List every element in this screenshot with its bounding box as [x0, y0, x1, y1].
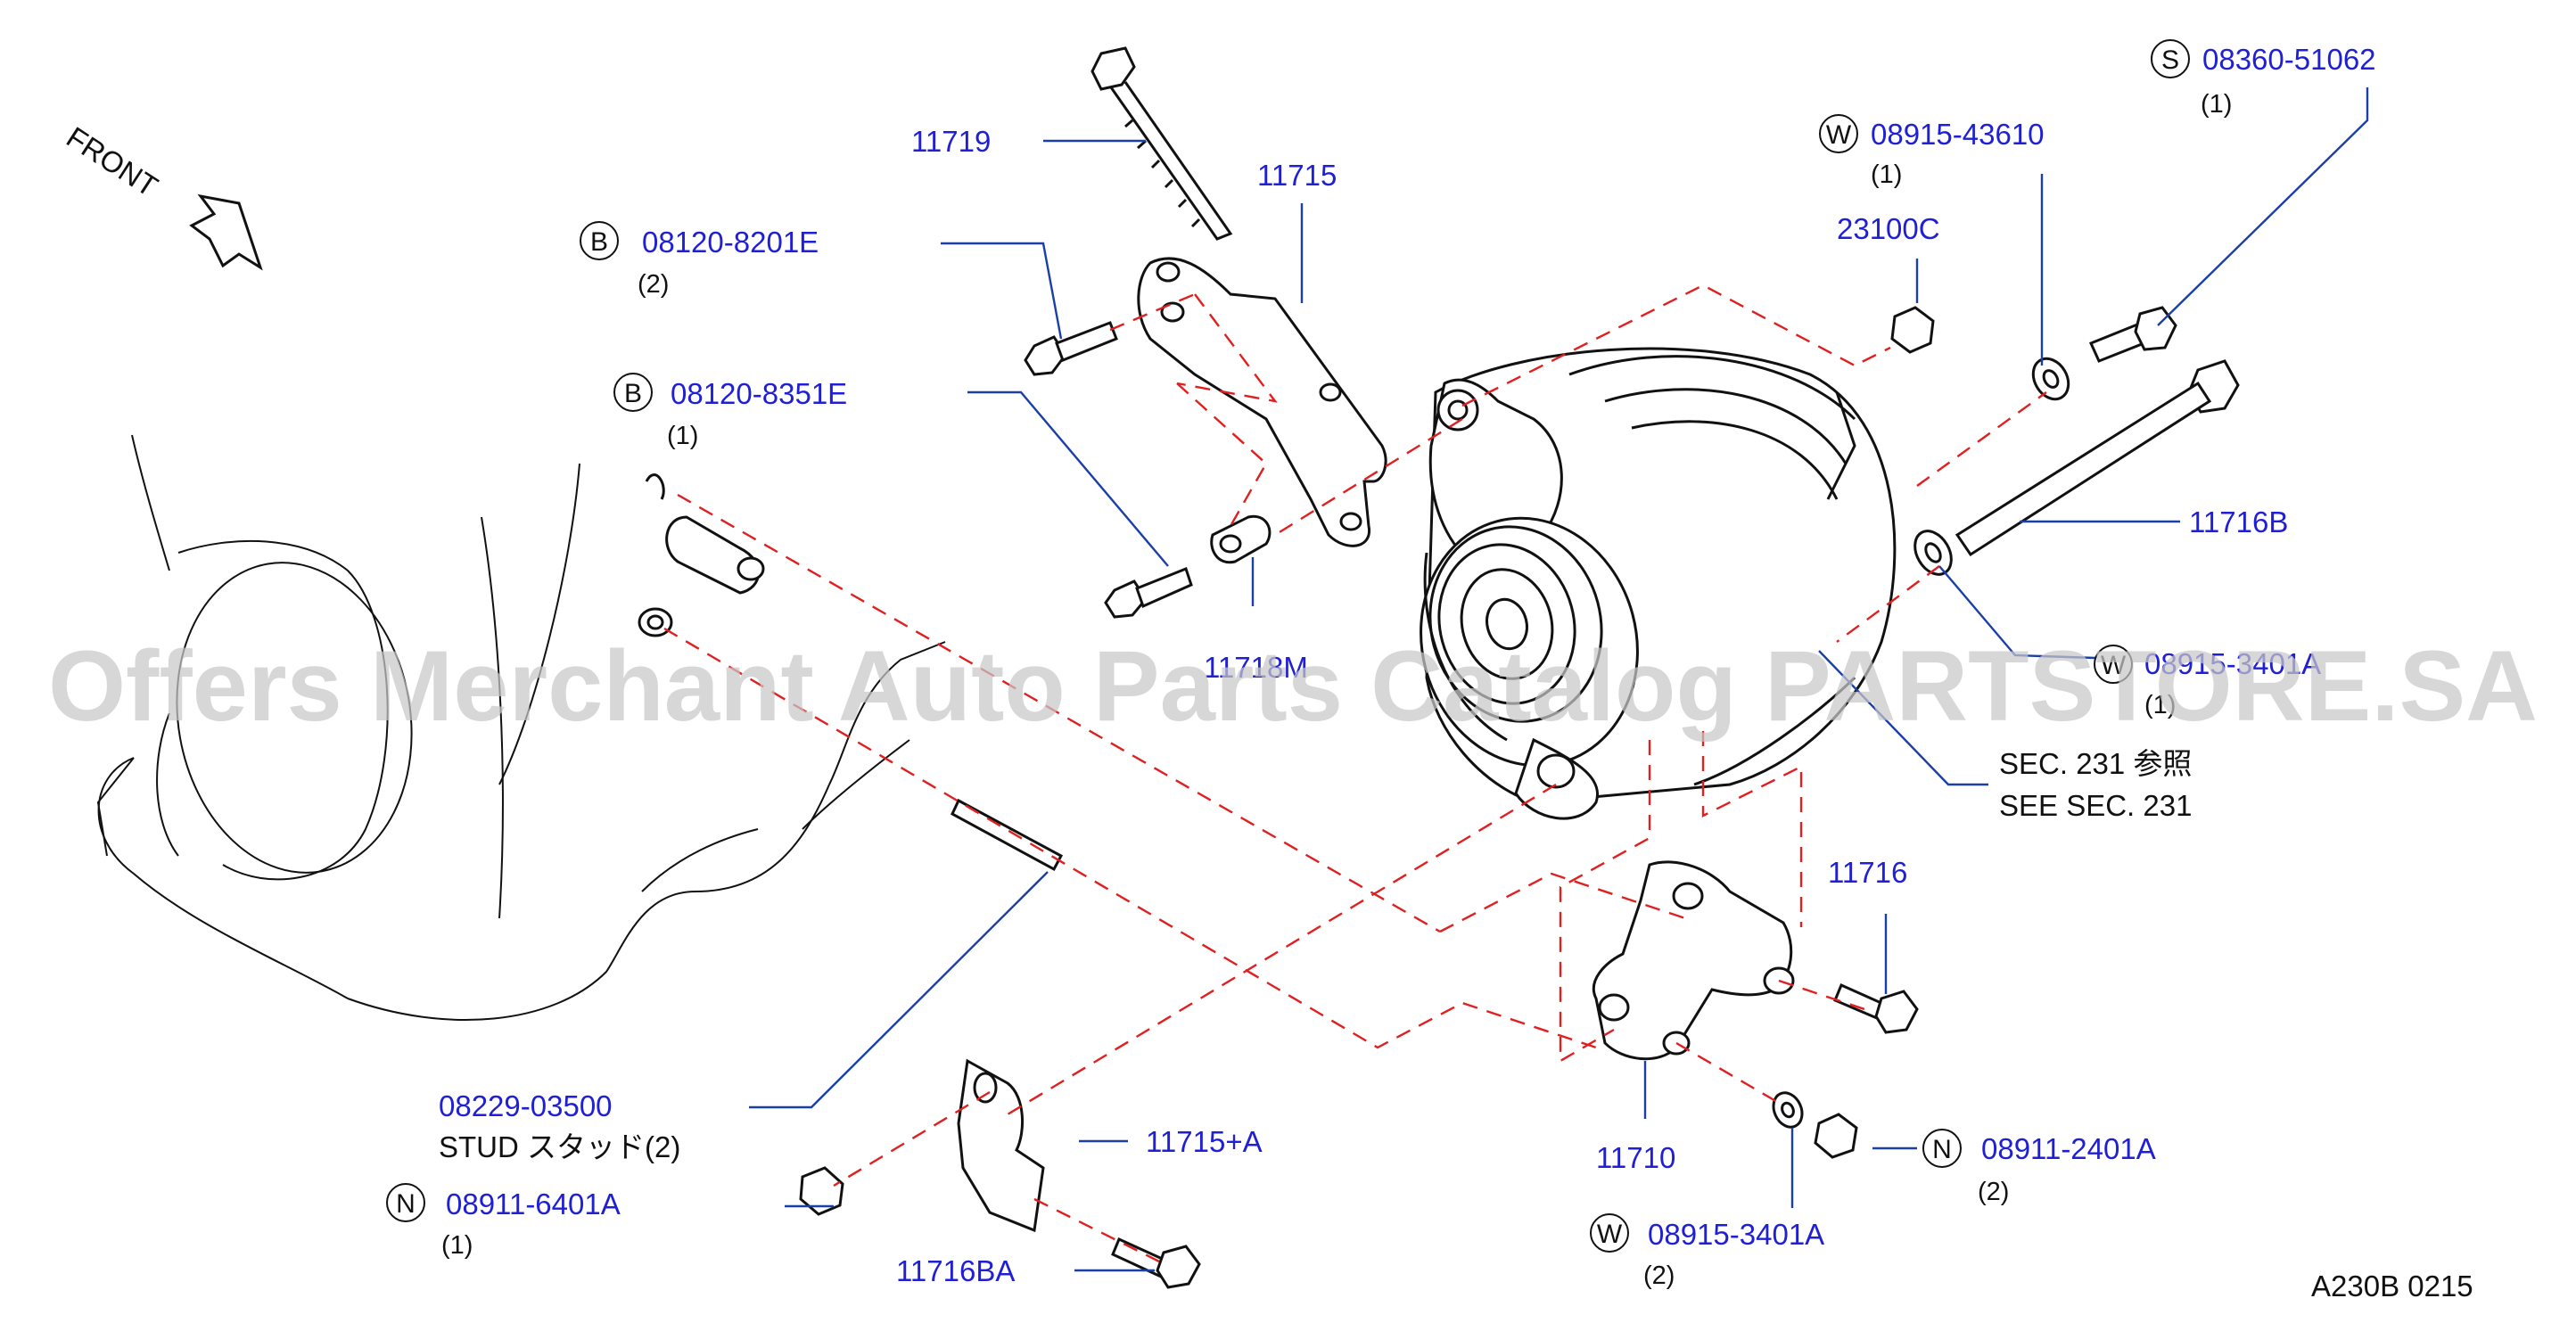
label-11716: 11716	[1828, 856, 1907, 889]
prefix-letter: W	[1826, 120, 1852, 150]
lower-left-hardware	[799, 1058, 1201, 1289]
label-08229-03500: 08229-03500	[439, 1089, 613, 1122]
part-number: 08915-3401A	[2144, 647, 2321, 680]
quantity: (2)	[638, 270, 669, 299]
prefix-letter: W	[1597, 1220, 1623, 1249]
bolt-b2-graphic	[1104, 514, 1272, 619]
part-number: 08915-43610	[1871, 118, 2045, 151]
prefix-letter: W	[2101, 651, 2127, 680]
prefix-letter: N	[396, 1189, 416, 1219]
lower-bracket-graphic	[1592, 860, 1795, 1061]
label-11715a: 11715+A	[1146, 1125, 1263, 1158]
label-11716ba: 11716BA	[896, 1254, 1015, 1287]
prefix-circle	[1819, 114, 1858, 153]
reference-code: A230B 0215	[2311, 1270, 2473, 1302]
label-23100c: 23100C	[1837, 212, 1940, 245]
part-number: 08120-8351E	[671, 377, 847, 410]
front-indicator: FRONT	[61, 120, 263, 271]
quantity: (1)	[2201, 90, 2232, 119]
front-label: FRONT	[61, 120, 163, 203]
fastener-w-08915-3401a-2: W 08915-3401A (2)	[1590, 1213, 1824, 1290]
prefix-circle	[1590, 1213, 1629, 1253]
quantity: (2)	[1643, 1261, 1675, 1290]
fastener-b-08120-8351e: B 08120-8351E (1)	[613, 373, 847, 450]
prefix-circle	[613, 373, 653, 412]
fastener-b-08120-8201e: B 08120-8201E (2)	[580, 221, 819, 299]
quantity: (2)	[1978, 1178, 2009, 1206]
prefix-circle	[1922, 1129, 1962, 1168]
label-11715: 11715	[1257, 159, 1337, 192]
watermark: Offers Merchant Auto Parts Catalog PARTS…	[48, 630, 2538, 742]
label-11710: 11710	[1596, 1141, 1675, 1174]
prefix-circle	[2151, 39, 2190, 78]
part-number: 08360-51062	[2202, 43, 2376, 76]
upper-right-hardware	[1890, 306, 2177, 401]
bolt-b1-graphic	[1024, 321, 1118, 376]
prefix-circle	[580, 221, 619, 260]
part-number: 08911-2401A	[1981, 1132, 2156, 1165]
label-11719: 11719	[911, 125, 991, 158]
fastener-w-08915-43610: W 08915-43610 (1)	[1819, 114, 2045, 189]
leader-lines	[749, 87, 2369, 1272]
stud-description: STUD スタッド(2)	[439, 1130, 680, 1163]
quantity: (1)	[2144, 691, 2176, 719]
quantity: (1)	[1871, 160, 1902, 189]
fastener-w-08915-3401a-1: W 08915-3401A (1)	[2094, 645, 2321, 719]
upper-bracket-group	[1090, 46, 1387, 547]
lower-right-hardware	[1772, 1091, 1858, 1159]
left-link-graphic	[638, 473, 765, 637]
fastener-n-08911-2401a: N 08911-2401A (2)	[1922, 1129, 2156, 1206]
front-arrow-icon	[189, 193, 263, 271]
prefix-letter: S	[2161, 45, 2179, 75]
prefix-letter: B	[624, 379, 642, 408]
part-number: 08911-6401A	[446, 1187, 621, 1220]
see-section-en: SEE SEC. 231	[1999, 789, 2192, 822]
assembly-dashed-lines	[663, 284, 2047, 1263]
prefix-letter: N	[1932, 1135, 1952, 1164]
prefix-circle	[2094, 645, 2133, 684]
prefix-letter: B	[590, 227, 608, 257]
quantity: (1)	[667, 422, 698, 450]
quantity: (1)	[441, 1231, 473, 1260]
fastener-s-08360-51062: S 08360-51062 (1)	[2151, 39, 2376, 119]
label-11716b: 11716B	[2189, 505, 2288, 538]
prefix-circle	[386, 1183, 425, 1222]
stud-graphic	[951, 798, 1064, 872]
long-bolt-graphic	[1913, 359, 2240, 576]
see-section-jp: SEC. 231 参照	[1999, 747, 2192, 780]
engine-block-outline	[96, 434, 946, 1021]
part-number: 08915-3401A	[1648, 1218, 1824, 1251]
fastener-n-08911-6401a: N 08911-6401A (1)	[386, 1183, 621, 1260]
callout-labels: 11719 11715 23100C 11716B 11718M 11716 1…	[439, 125, 2288, 1287]
label-11718m: 11718M	[1204, 651, 1308, 684]
alternator-body	[1420, 347, 1897, 820]
bolt-11716-graphic	[1833, 983, 1919, 1034]
part-number: 08120-8201E	[642, 226, 819, 259]
